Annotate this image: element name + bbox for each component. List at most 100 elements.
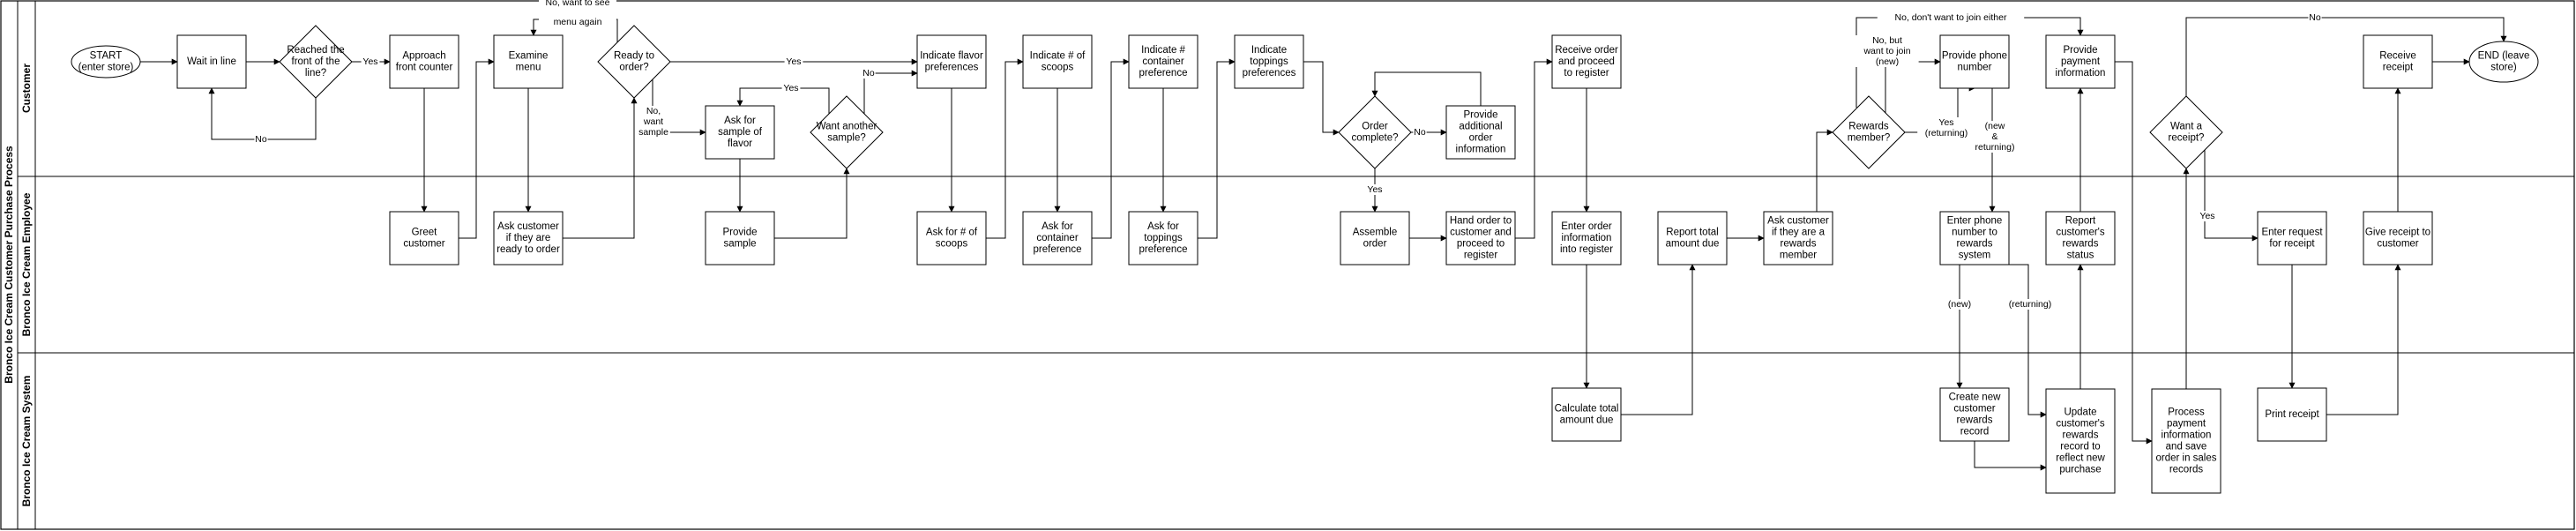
node-label-line: register	[1464, 251, 1498, 261]
flow-edge	[1515, 58, 1553, 239]
flow-edge	[459, 58, 495, 239]
node-label-line: Indicate #	[1141, 45, 1185, 56]
node-label-line: scoops	[936, 239, 968, 250]
rect-shape	[916, 211, 987, 266]
diamond-shape	[279, 25, 353, 99]
node-label-line: preference	[1139, 68, 1188, 79]
rect-shape	[1022, 34, 1093, 89]
edge-label-line: No	[1414, 127, 1426, 138]
node-label-line: records	[2169, 465, 2204, 475]
rect-shape	[1657, 211, 1728, 266]
node-label-line: number	[1958, 63, 1992, 73]
node-label-line: Wait in line	[187, 56, 236, 67]
rect-shape	[1234, 34, 1304, 89]
flow-edge: (new&returning)	[1968, 88, 2021, 213]
node-label-line: order	[1363, 239, 1387, 250]
node-label-line: END (leave	[2478, 51, 2530, 62]
node-label-line: front of the	[292, 56, 340, 67]
flow-edge	[1303, 61, 1340, 136]
flow-edge	[986, 58, 1024, 239]
flow-edge-line	[1974, 441, 2047, 471]
flow-edge-line	[1885, 58, 1941, 115]
node-label-line: number to	[1952, 228, 1997, 238]
node-label-line: Indicate # of	[1030, 51, 1086, 62]
node-label: Print receipt	[2265, 409, 2319, 420]
edge-label: Yes	[362, 56, 377, 67]
flow-edge: No	[208, 87, 317, 145]
lane-label-customer: Customer	[20, 64, 33, 113]
edge-label-background	[862, 68, 876, 79]
node-label-line: preference	[1034, 244, 1082, 255]
flow-edge-line	[1621, 264, 1696, 415]
node-label-line: Reached the	[287, 45, 344, 56]
node-label-line: toppings	[1250, 56, 1288, 67]
lane-label-employee: Bronco Ice Cream Employee	[20, 192, 33, 336]
edge-label-line: No	[862, 68, 875, 79]
process-node: Wait in line	[176, 34, 247, 89]
node-label-line: information	[2056, 68, 2106, 79]
edge-label-line: &	[1991, 131, 1997, 142]
flow-edge: (new)	[1945, 265, 1974, 389]
edge-label-background	[1877, 12, 2025, 23]
rect-shape	[389, 34, 459, 89]
node-label: Wait in line	[187, 56, 236, 67]
node-label-line: receipt	[2383, 63, 2414, 73]
flow-edge: No	[862, 68, 918, 115]
node-label-line: Process	[2168, 408, 2205, 418]
rect-shape	[1939, 34, 2010, 89]
rect-shape	[1022, 211, 1093, 266]
node-label-line: customer and	[1450, 228, 1512, 238]
node-label-line: Provide phone	[1942, 51, 2007, 62]
flow-edge	[1092, 58, 1130, 239]
node-label-line: Want a	[2170, 122, 2203, 132]
node-label-line: order	[1469, 133, 1493, 144]
edge-label-line: No	[2309, 12, 2321, 23]
flow-edge-line	[1303, 61, 1340, 136]
edge-label-line: Yes	[786, 56, 801, 67]
rect-shape	[2257, 211, 2327, 266]
node-label-line: Ask for	[724, 116, 756, 126]
edge-label: Yes	[1367, 184, 1382, 195]
rect-shape	[389, 211, 459, 266]
edge-label-line: (returning)	[1925, 128, 1967, 138]
rect-shape	[2363, 211, 2433, 266]
edge-label-background	[1855, 35, 1919, 67]
rect-shape	[1763, 211, 1833, 266]
rect-shape	[916, 34, 987, 89]
node-label-line: amount due	[1666, 239, 1720, 250]
edge-label-line: (returning)	[2009, 299, 2051, 310]
node-label-line: into register	[1560, 244, 1613, 255]
node-label-line: Report	[2065, 216, 2096, 227]
edge-label: Yes(returning)	[1925, 117, 1967, 138]
node-label-line: order?	[619, 63, 648, 73]
edge-label: No	[255, 134, 267, 145]
node-label-line: sample	[723, 239, 756, 250]
edge-label-background	[2308, 12, 2322, 23]
node-label-line: Provide	[2064, 45, 2098, 56]
node-label-line: customer's	[2056, 419, 2104, 430]
node-label-line: Greet	[412, 228, 438, 238]
